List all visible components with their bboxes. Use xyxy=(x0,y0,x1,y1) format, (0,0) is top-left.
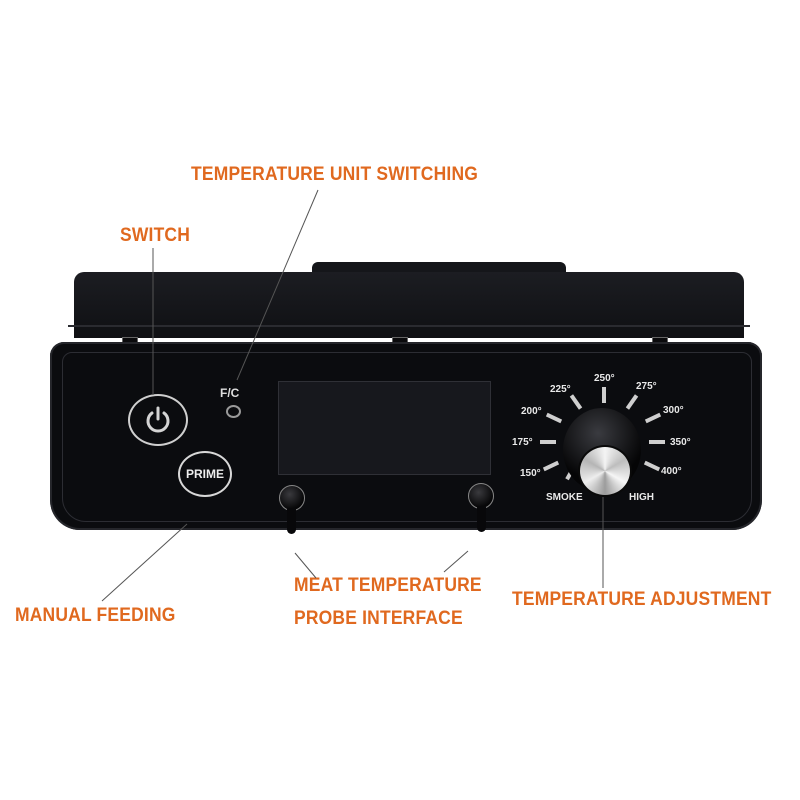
callout-meat-probe-line2: PROBE INTERFACE xyxy=(294,608,463,629)
prime-button[interactable]: PRIME xyxy=(178,451,232,497)
power-button[interactable] xyxy=(128,394,188,446)
probe-jack-1[interactable] xyxy=(279,485,305,511)
fc-button[interactable] xyxy=(226,405,241,418)
fc-label: F/C xyxy=(220,386,240,400)
probe-jack-2-stem xyxy=(477,506,486,532)
prime-label: PRIME xyxy=(185,467,224,481)
dial-label-150: 150° xyxy=(520,468,541,479)
dial-label-300: 300° xyxy=(663,405,684,416)
callout-manual-feeding: MANUAL FEEDING xyxy=(15,605,176,626)
dial-label-275: 275° xyxy=(636,381,657,392)
lcd-display xyxy=(278,381,491,475)
dial-label-smoke: SMOKE xyxy=(546,492,583,503)
housing-seam xyxy=(68,325,750,327)
dial-label-400: 400° xyxy=(661,466,682,477)
dial-label-200: 200° xyxy=(521,406,542,417)
callout-meat-probe-line1: MEAT TEMPERATURE xyxy=(294,575,482,596)
controller-housing xyxy=(74,272,744,338)
dial-label-high: HIGH xyxy=(629,492,654,503)
dial-tick xyxy=(649,440,665,444)
probe-jack-2[interactable] xyxy=(468,483,494,509)
probe-jack-1-stem xyxy=(287,508,296,534)
callout-temperature-adjustment: TEMPERATURE ADJUSTMENT xyxy=(512,589,772,610)
callout-switch: SWITCH xyxy=(120,225,191,246)
dial-label-250: 250° xyxy=(594,373,615,384)
callout-temperature-unit-switching: TEMPERATURE UNIT SWITCHING xyxy=(191,164,479,185)
dial-label-350: 350° xyxy=(670,437,691,448)
dial-label-175: 175° xyxy=(512,437,533,448)
control-panel-bezel xyxy=(62,352,752,522)
dial-label-225: 225° xyxy=(550,384,571,395)
temperature-knob[interactable] xyxy=(580,447,630,495)
dial-tick xyxy=(540,440,556,444)
power-icon xyxy=(146,406,170,433)
